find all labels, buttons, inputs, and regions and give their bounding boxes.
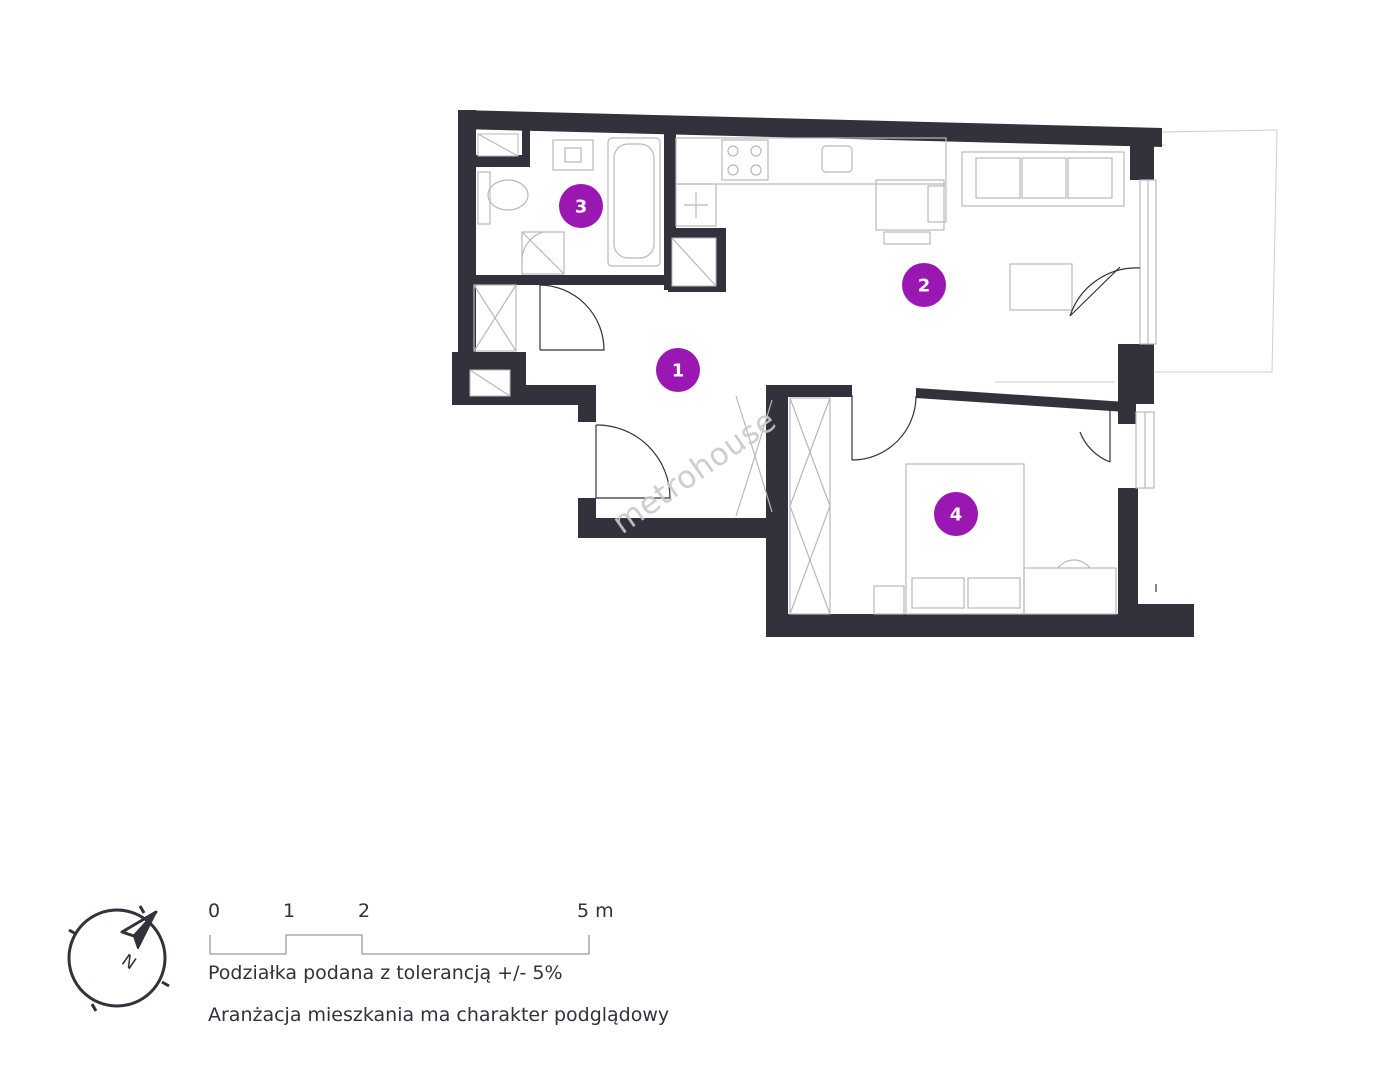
north-arrow-icon (120, 910, 158, 949)
walls (452, 110, 1194, 637)
bedroom-furniture (789, 397, 1117, 615)
room-number: 3 (575, 197, 588, 218)
north-letter: N (118, 951, 140, 975)
room-number: 2 (918, 276, 931, 297)
arrangement-note: Aranżacja mieszkania ma charakter podglą… (208, 1004, 670, 1026)
corridor-furniture (473, 284, 773, 517)
windows (1135, 179, 1157, 489)
room-badge-3: 3 (559, 184, 603, 228)
shafts (469, 133, 717, 397)
scale-tick-0: 0 (208, 900, 221, 922)
kitchen (675, 137, 947, 245)
scale-bar (209, 934, 590, 955)
scale-tick-5: 5 m (577, 900, 614, 922)
scale-tick-2: 2 (358, 900, 371, 922)
doors (539, 266, 1157, 592)
room-badge-1: 1 (656, 348, 700, 392)
compass: N (67, 905, 170, 1012)
tolerance-note: Podziałka podana z tolerancją +/- 5% (208, 962, 563, 984)
room-badge-4: 4 (934, 492, 978, 536)
room-number: 4 (950, 505, 963, 526)
room-number: 1 (672, 361, 685, 382)
bathroom-fixtures (477, 137, 661, 275)
scale-tick-1: 1 (283, 900, 296, 922)
living-furniture (961, 151, 1125, 311)
room-badge-2: 2 (902, 263, 946, 307)
